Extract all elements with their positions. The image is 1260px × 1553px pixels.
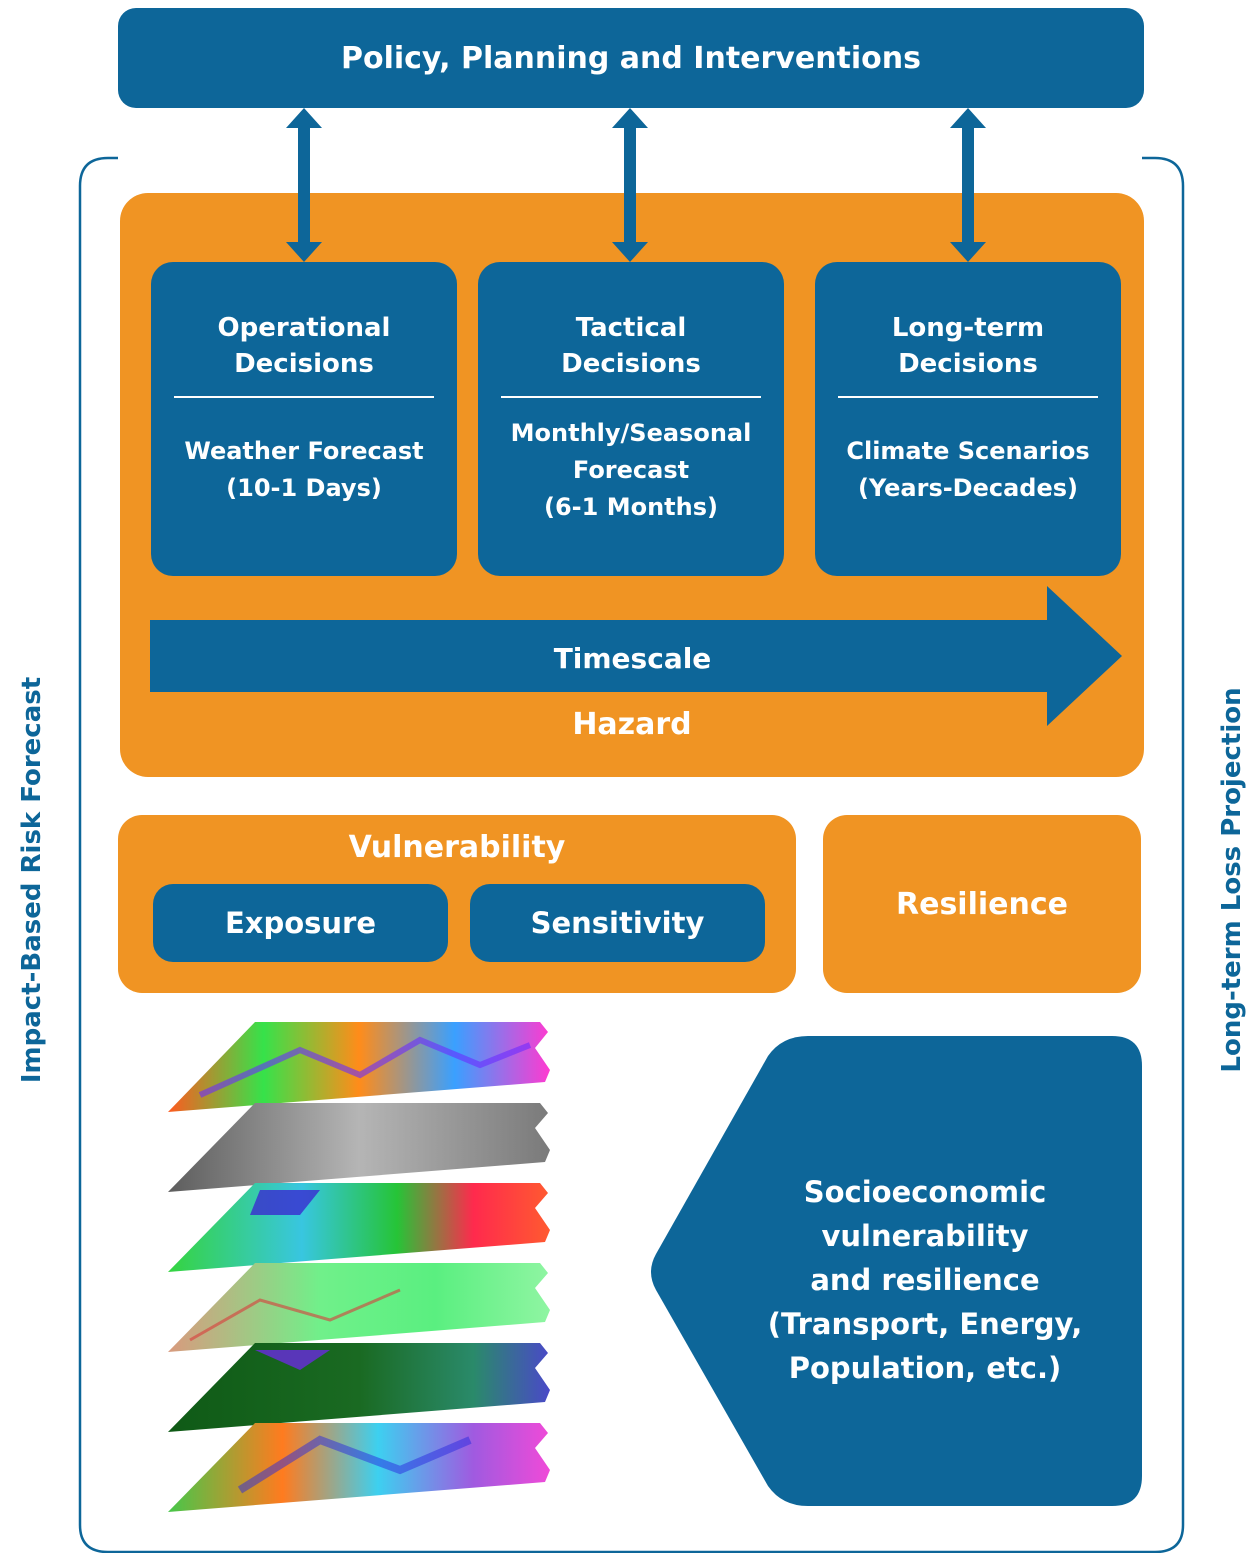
forecast-line1: Climate Scenarios <box>846 437 1090 465</box>
map-layer-4 <box>168 1263 550 1352</box>
decision-title-line2: Decisions <box>898 349 1038 379</box>
decision-forecast: Weather Forecast (10-1 Days) <box>184 398 423 576</box>
map-layer-5 <box>168 1343 550 1432</box>
exposure-label: Exposure <box>224 906 377 940</box>
forecast-line1: Monthly/Seasonal <box>510 418 752 447</box>
socio-line: (Transport, Energy, <box>767 1307 1083 1341</box>
resilience-box: Resilience <box>823 815 1141 993</box>
map-layer-6 <box>168 1423 550 1512</box>
decision-forecast: Climate Scenarios (Years-Decades) <box>846 398 1089 576</box>
decision-title-line2: Decisions <box>561 349 701 379</box>
impact-based-risk-forecast-label: Impact-Based Risk Forecast <box>17 676 47 1084</box>
decision-title-line1: Long-term <box>891 313 1045 343</box>
divider <box>174 396 434 398</box>
timescale-label: Timescale <box>553 641 712 675</box>
map-layer-3 <box>168 1183 550 1272</box>
divider <box>501 396 761 398</box>
sensitivity-label: Sensitivity <box>530 906 705 940</box>
socioeconomic-text: Socioeconomic vulnerability and resilien… <box>760 1160 1090 1400</box>
map-layer-2 <box>168 1103 550 1192</box>
hazard-label: Hazard <box>572 706 692 742</box>
decision-title-line1: Tactical <box>575 313 687 343</box>
map-layer-1 <box>168 1022 550 1112</box>
socio-line: Socioeconomic <box>803 1175 1047 1209</box>
decision-title-line2: Decisions <box>234 349 374 379</box>
policy-planning-box: Policy, Planning and Interventions <box>118 8 1144 108</box>
sensitivity-box: Sensitivity <box>470 884 765 962</box>
forecast-line3: (6-1 Months) <box>544 492 718 521</box>
socio-line: Population, etc.) <box>788 1351 1062 1385</box>
forecast-line2: Forecast <box>572 455 690 484</box>
forecast-line2: (Years-Decades) <box>857 474 1079 502</box>
socio-line: and resilience <box>810 1263 1040 1297</box>
long-term-loss-projection-label: Long-term Loss Projection <box>1217 687 1247 1073</box>
resilience-label: Resilience <box>896 886 1068 922</box>
forecast-line2: (10-1 Days) <box>226 474 382 502</box>
divider <box>838 396 1098 398</box>
decision-title-line1: Operational <box>217 313 391 343</box>
forecast-line1: Weather Forecast <box>184 437 424 465</box>
socio-line: vulnerability <box>821 1219 1029 1253</box>
vulnerability-label: Vulnerability <box>348 829 566 865</box>
exposure-box: Exposure <box>153 884 448 962</box>
policy-label: Policy, Planning and Interventions <box>340 40 922 76</box>
